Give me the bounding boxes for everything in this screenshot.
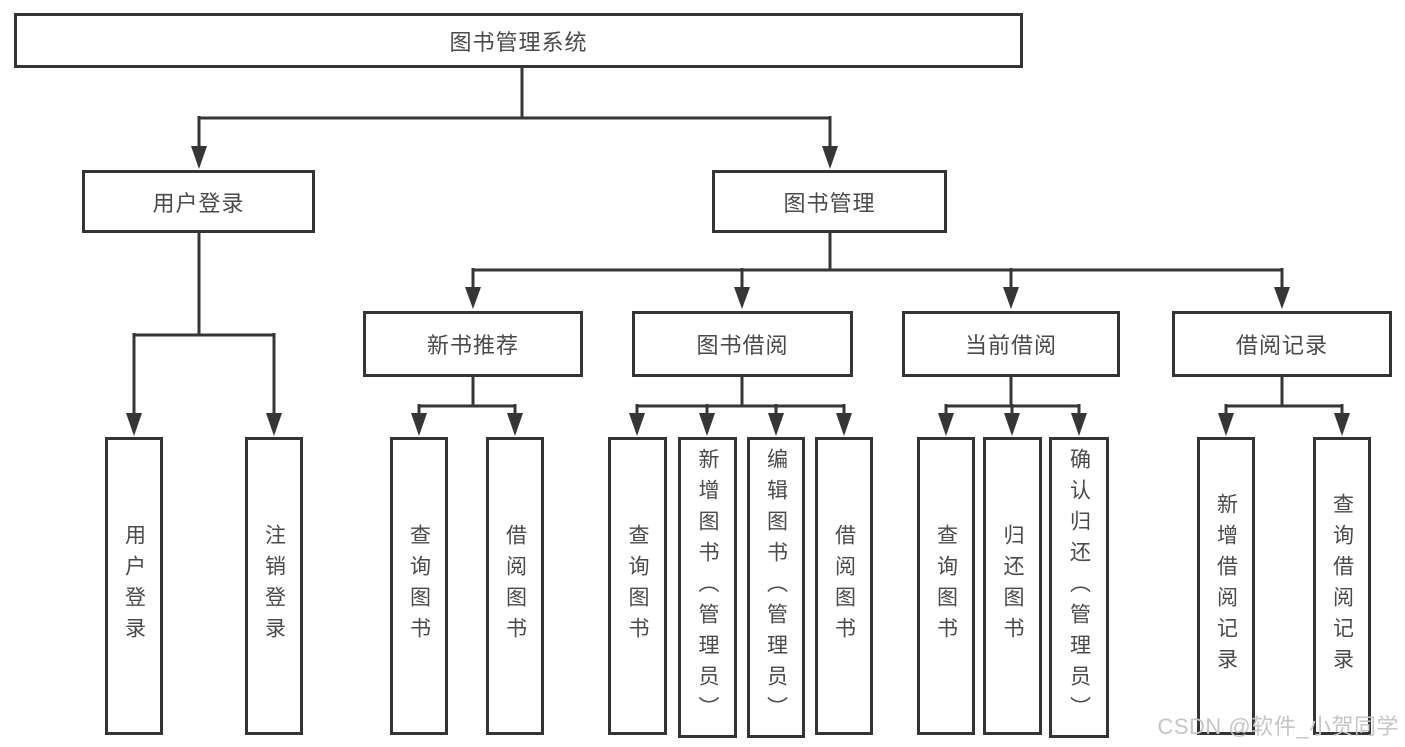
arrowhead [938, 413, 954, 436]
csdn-watermark: CSDN @软件_小贺同学 [1157, 714, 1399, 739]
node-leaf-add-books-admin: 新增图书（管理员） [678, 437, 737, 738]
node-leaf-query-books-current: 查询图书 [917, 437, 975, 735]
arrowhead [1071, 413, 1087, 436]
arrowhead [266, 413, 282, 436]
edge-user-login-children [126, 231, 282, 436]
edge-current-borrow-children [938, 375, 1087, 436]
node-leaf-borrow-books-recommend: 借阅图书 [486, 437, 544, 735]
node-leaf-query-borrow-record: 查询借阅记录 [1313, 437, 1371, 735]
node-leaf-confirm-return-admin: 确认归还（管理员） [1049, 437, 1109, 738]
node-leaf-add-borrow-record: 新增借阅记录 [1197, 437, 1255, 735]
node-leaf-query-books-recommend: 查询图书 [390, 437, 448, 735]
arrowhead [1334, 413, 1350, 436]
arrowhead [836, 413, 852, 436]
node-book-borrow: 图书借阅 [632, 311, 853, 377]
node-book-management: 图书管理 [712, 170, 947, 233]
arrowhead [1218, 413, 1234, 436]
edge-book-borrow-children [629, 375, 852, 436]
node-book-management-system: 图书管理系统 [14, 13, 1023, 68]
edge-book-management-children [465, 231, 1290, 309]
node-leaf-user-login: 用户登录 [105, 437, 163, 735]
arrowhead [411, 413, 427, 436]
arrowhead [126, 413, 142, 436]
edge-new-book-recommend-children [411, 375, 523, 436]
node-current-borrow: 当前借阅 [902, 311, 1120, 377]
arrowhead [822, 146, 838, 169]
arrowhead [1004, 413, 1020, 436]
node-leaf-borrow-books: 借阅图书 [815, 437, 873, 735]
node-leaf-return-books: 归还图书 [983, 437, 1042, 735]
arrowhead [699, 413, 715, 436]
arrowhead [768, 413, 784, 436]
arrowhead [1274, 287, 1290, 309]
node-leaf-logout: 注销登录 [245, 437, 303, 735]
node-user-login: 用户登录 [82, 170, 315, 233]
arrowhead [465, 287, 481, 309]
arrowhead [507, 413, 523, 436]
arrowhead [734, 287, 750, 309]
node-leaf-query-books-borrow: 查询图书 [608, 437, 667, 735]
arrowhead [1003, 287, 1019, 309]
node-leaf-edit-books-admin: 编辑图书（管理员） [747, 437, 805, 738]
edge-root-to-level1 [191, 66, 838, 169]
node-new-book-recommend: 新书推荐 [363, 311, 583, 377]
arrowhead [191, 146, 207, 169]
arrowhead [629, 413, 645, 436]
node-borrow-records: 借阅记录 [1172, 311, 1392, 377]
edge-borrow-records-children [1218, 375, 1350, 436]
